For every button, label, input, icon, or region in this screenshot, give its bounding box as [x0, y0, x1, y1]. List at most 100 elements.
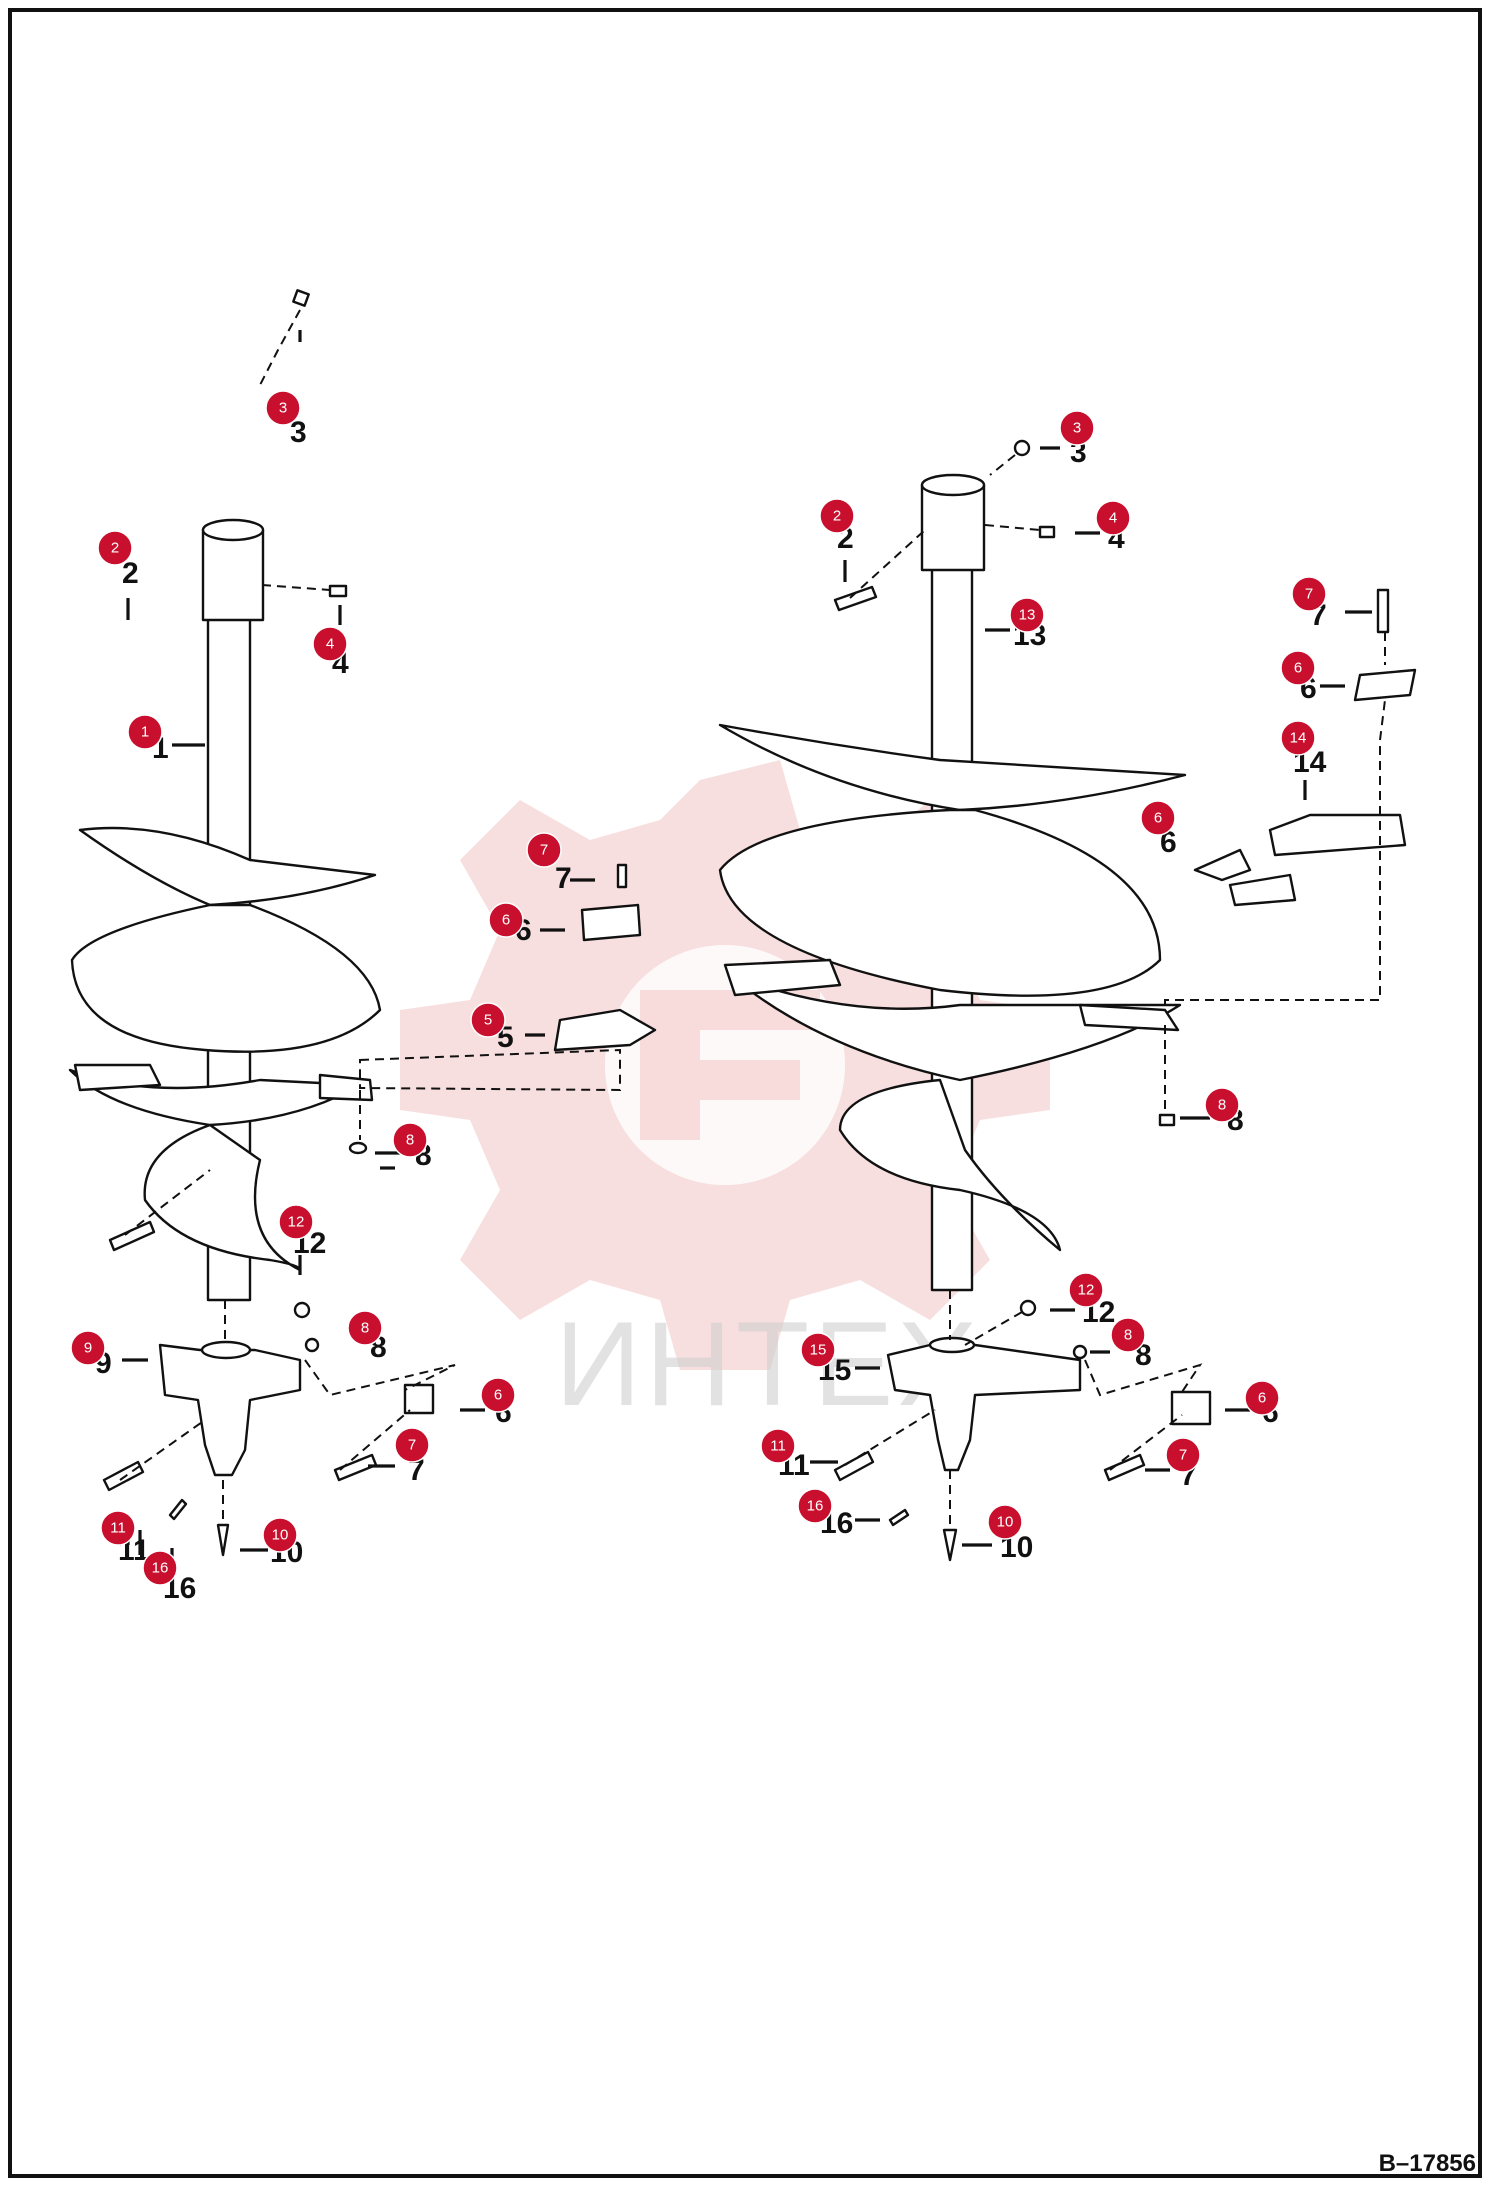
badge-L6b[interactable]: 6: [480, 1377, 516, 1413]
badge-L7a[interactable]: 7: [526, 832, 562, 868]
left-flight-3: [68, 1068, 362, 1127]
right-flight-1: [718, 723, 1187, 812]
left-dash-4: [261, 584, 331, 591]
badge-R15[interactable]: 15: [800, 1332, 836, 1368]
right-point-10: [942, 1528, 958, 1562]
right-flight-2: [718, 808, 1162, 997]
left-dash-tooth: [359, 1048, 621, 1092]
left-bolt-2: [108, 1220, 156, 1252]
callout-badges: 3 2 4 1 7 6 5 8 12 9 8 6 7 11 10 16 3 2 …: [70, 390, 1327, 1586]
badge-L9[interactable]: 9: [70, 1330, 106, 1366]
svg-text:1: 1: [141, 724, 149, 741]
badge-R7a[interactable]: 7: [1291, 576, 1327, 612]
right-hub-collar: [920, 483, 986, 572]
badge-L1[interactable]: 1: [127, 714, 163, 750]
svg-text:7: 7: [408, 1437, 416, 1454]
left-flight-2: [70, 903, 382, 1053]
svg-text:8: 8: [406, 1132, 414, 1149]
right-nut-8a: [1158, 1113, 1176, 1127]
left-num-2: 2: [122, 557, 139, 590]
right-roll-pin-16: [888, 1508, 910, 1527]
badge-R8a[interactable]: 8: [1204, 1087, 1240, 1123]
svg-text:4: 4: [326, 636, 334, 653]
right-tooth-holder-14: [1268, 813, 1407, 857]
badge-R6c[interactable]: 6: [1244, 1380, 1280, 1416]
svg-text:9: 9: [84, 1340, 92, 1357]
badge-L3[interactable]: 3: [265, 390, 301, 426]
right-bolt-7b: [1103, 1453, 1146, 1482]
right-dash-2: [849, 529, 926, 599]
badge-L16[interactable]: 16: [142, 1550, 178, 1586]
badge-R6a[interactable]: 6: [1280, 650, 1316, 686]
badge-R10[interactable]: 10: [987, 1504, 1023, 1540]
svg-text:8: 8: [1218, 1097, 1226, 1114]
left-pilot-head: [158, 1343, 302, 1477]
badge-R4[interactable]: 4: [1095, 500, 1131, 536]
right-auger: 3 2 4 13 7 6 14 6 8 12 15 8 6 7 11 16 10: [718, 436, 1417, 1564]
badge-R11[interactable]: 11: [760, 1428, 796, 1464]
right-bolt-2: [833, 585, 878, 612]
right-pin-4: [1038, 525, 1056, 539]
badge-L5[interactable]: 5: [470, 1002, 506, 1038]
badge-R13[interactable]: 13: [1009, 597, 1045, 633]
right-tooth-6b-a: [1193, 848, 1252, 882]
svg-text:10: 10: [997, 1514, 1014, 1531]
left-tooth-6b: [403, 1383, 435, 1415]
right-flight-3: [728, 973, 1182, 1082]
badge-L11[interactable]: 11: [100, 1510, 136, 1546]
left-dash-6b: [304, 1359, 456, 1397]
badge-L8a[interactable]: 8: [392, 1122, 428, 1158]
badge-L7b[interactable]: 7: [394, 1427, 430, 1463]
badge-L8b[interactable]: 8: [347, 1310, 383, 1346]
right-flight-4: [838, 1078, 1062, 1252]
right-dash-7b: [1109, 1414, 1183, 1471]
left-bolt-7a: [616, 863, 628, 889]
left-nut-8b: [304, 1337, 320, 1353]
left-auger: 3 2 4 1 7 6 5 8 12 9 8 6 7 11 10 16: [68, 289, 657, 1605]
svg-text:16: 16: [807, 1498, 824, 1515]
svg-text:13: 13: [1019, 607, 1036, 624]
left-bolt-11: [102, 1460, 145, 1492]
right-tooth-6a: [1353, 668, 1417, 702]
badge-R6b[interactable]: 6: [1140, 800, 1176, 836]
svg-text:3: 3: [279, 400, 287, 417]
badge-R2[interactable]: 2: [819, 498, 855, 534]
right-dash-11: [844, 1409, 936, 1466]
svg-text:14: 14: [1290, 730, 1307, 747]
right-hub-top: [920, 473, 986, 497]
badge-R16[interactable]: 16: [797, 1488, 833, 1524]
badge-R8b[interactable]: 8: [1110, 1317, 1146, 1353]
badge-L2[interactable]: 2: [97, 530, 133, 566]
right-dash-tooth: [1164, 699, 1386, 1005]
svg-text:11: 11: [110, 1520, 126, 1537]
svg-text:12: 12: [288, 1214, 305, 1231]
badge-L12[interactable]: 12: [278, 1204, 314, 1240]
badge-L4[interactable]: 4: [312, 626, 348, 662]
svg-text:15: 15: [810, 1342, 827, 1359]
badge-R3[interactable]: 3: [1059, 410, 1095, 446]
left-tooth-holder-5: [553, 1008, 657, 1052]
badge-R12[interactable]: 12: [1068, 1272, 1104, 1308]
svg-text:7: 7: [540, 842, 548, 859]
left-num-3: 3: [290, 416, 307, 449]
badge-L6a[interactable]: 6: [488, 902, 524, 938]
right-dash-3: [989, 454, 1016, 476]
svg-text:2: 2: [111, 540, 119, 557]
right-nut-8b: [1072, 1344, 1088, 1360]
svg-text:8: 8: [361, 1320, 369, 1337]
svg-text:16: 16: [152, 1560, 169, 1577]
right-tooth-mount: [1078, 1003, 1180, 1032]
right-dash-4: [984, 524, 1041, 531]
svg-text:7: 7: [1179, 1447, 1187, 1464]
right-cutter-plate: [723, 958, 842, 997]
left-hub-top: [201, 518, 265, 542]
badge-R14[interactable]: 14: [1280, 720, 1316, 756]
left-hub-collar: [201, 528, 265, 622]
svg-text:11: 11: [770, 1438, 786, 1455]
badge-R7b[interactable]: 7: [1165, 1437, 1201, 1473]
right-tooth-6b-b: [1228, 873, 1297, 907]
badge-L10[interactable]: 10: [262, 1517, 298, 1553]
left-roll-pin-16: [168, 1498, 188, 1521]
right-dash-6c: [1084, 1359, 1203, 1397]
